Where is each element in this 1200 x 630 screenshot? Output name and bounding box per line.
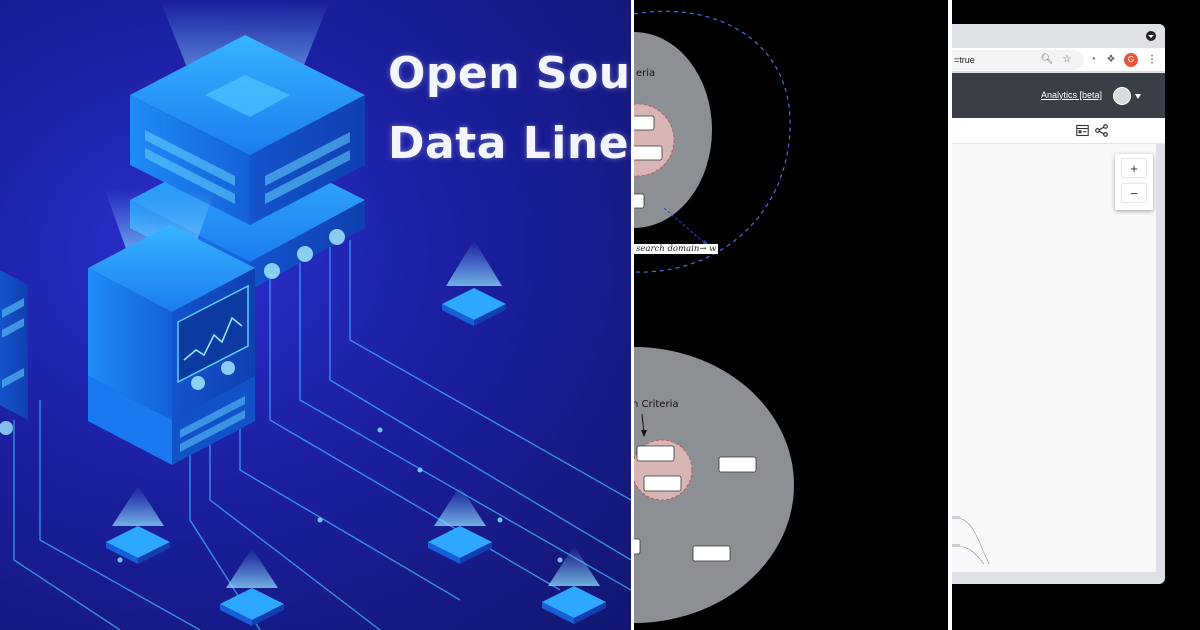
- kebab-icon[interactable]: ⋮: [1147, 54, 1157, 65]
- criteria-label-top: eria: [636, 68, 656, 79]
- address-bar[interactable]: =true 🔍︎ ☆: [952, 50, 1084, 70]
- lineage-view-icon[interactable]: [1095, 124, 1108, 137]
- view-toolbar: [952, 118, 1165, 144]
- tab-strip: [952, 24, 1165, 48]
- ublock-icon[interactable]: ◔: [1089, 54, 1097, 65]
- browser-screenshot-panel: =true 🔍︎ ☆ ◔ ❖ G ⋮ Analytics [beta]: [952, 0, 1200, 630]
- node-box: [634, 115, 655, 131]
- hero-title-line-1: Open Sou: [388, 48, 631, 99]
- panel-divider: [631, 0, 634, 630]
- zoom-out-button[interactable]: −: [1121, 183, 1147, 203]
- criteria-label-bottom: n Criteria: [634, 399, 679, 410]
- lineage-canvas[interactable]: + −: [952, 144, 1156, 572]
- address-text: =true: [954, 55, 975, 65]
- server-monitor: [88, 190, 255, 465]
- isometric-servers-illustration: [0, 0, 631, 630]
- node-box: [634, 145, 663, 161]
- analytics-link[interactable]: Analytics [beta]: [1041, 90, 1103, 100]
- profile-avatar[interactable]: G: [1124, 53, 1138, 67]
- glowing-tiles: [106, 240, 606, 626]
- app-header: Analytics [beta]: [952, 73, 1165, 118]
- hero-illustration-panel: Open Sou Data Linea: [0, 0, 631, 630]
- panel-divider: [948, 0, 952, 630]
- lineage-diagram: [634, 10, 794, 623]
- browser-toolbar: =true 🔍︎ ☆ ◔ ❖ G ⋮: [952, 48, 1165, 72]
- zoom-controls: + −: [1115, 154, 1153, 210]
- tab-search-icon[interactable]: [1146, 31, 1156, 41]
- zoom-in-button[interactable]: +: [1121, 158, 1147, 178]
- star-icon[interactable]: ☆: [1062, 54, 1072, 65]
- node-box: [692, 545, 731, 562]
- magnifier-icon[interactable]: 🔍︎: [1040, 54, 1054, 65]
- dashed-boundary: [634, 10, 791, 273]
- node-box: [718, 456, 757, 473]
- node-box: [636, 445, 675, 462]
- table-view-icon[interactable]: [1076, 124, 1089, 137]
- node-box: [643, 475, 682, 492]
- mini-lineage-graph: [952, 516, 990, 564]
- puzzle-icon[interactable]: ❖: [1106, 54, 1116, 65]
- node-box: [634, 193, 645, 209]
- server-left-partial: [0, 270, 28, 435]
- circuit-dots: [117, 427, 563, 563]
- browser-window: =true 🔍︎ ☆ ◔ ❖ G ⋮ Analytics [beta]: [952, 24, 1165, 584]
- hero-title-line-2: Data Linea: [388, 118, 631, 169]
- edge-label: search domain→ w: [634, 244, 719, 254]
- node-box: [634, 538, 641, 555]
- user-avatar[interactable]: [1113, 87, 1131, 105]
- criteria-arrowhead: [641, 430, 647, 437]
- domain-ellipse-bottom: [634, 347, 794, 623]
- lineage-diagram-panel: eria n Criteria search domain→ w: [634, 0, 948, 630]
- caret-down-icon[interactable]: [1135, 94, 1141, 99]
